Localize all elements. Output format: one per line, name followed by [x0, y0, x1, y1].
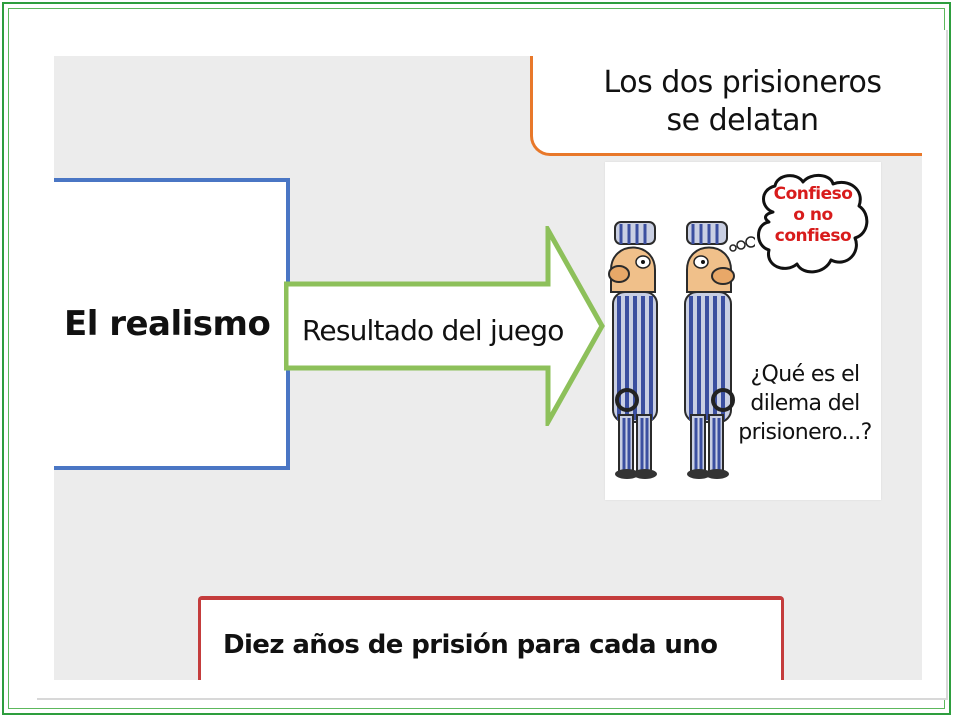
sentence-label: Diez años de prisión para cada uno	[223, 630, 718, 660]
prisoners-image-panel: Confieso o no confieso ¿Qué es el dilema…	[605, 162, 881, 500]
caption-line-1: ¿Qué es el	[750, 362, 860, 387]
prisoner-left-icon	[608, 221, 658, 479]
prisoners-icon	[608, 221, 755, 479]
dilemma-caption: ¿Qué es el dilema del prisionero...?	[735, 360, 875, 447]
thought-line-3: confieso	[774, 226, 852, 246]
thought-line-2: o no	[793, 205, 833, 225]
prisoner-right-icon	[684, 221, 735, 479]
outcome-line-2: se delatan	[666, 103, 819, 138]
thought-line-1: Confieso	[773, 184, 853, 204]
caption-line-3: prisionero...?	[738, 420, 872, 445]
arrow-label: Resultado del juego	[302, 314, 564, 347]
realismo-label: El realismo	[64, 304, 271, 344]
outcome-line-1: Los dos prisioneros	[603, 65, 882, 100]
sentence-box: Diez años de prisión para cada uno	[198, 596, 784, 680]
thought-bubble-text: Confieso o no confieso	[753, 184, 873, 247]
thought-bubble-icon	[757, 174, 869, 274]
caption-line-2: dilema del	[750, 391, 860, 416]
realismo-box: El realismo	[54, 178, 290, 470]
arrow-shape	[284, 226, 605, 426]
result-arrow	[284, 226, 605, 426]
outcome-box: Los dos prisioneros se delatan	[530, 56, 922, 156]
